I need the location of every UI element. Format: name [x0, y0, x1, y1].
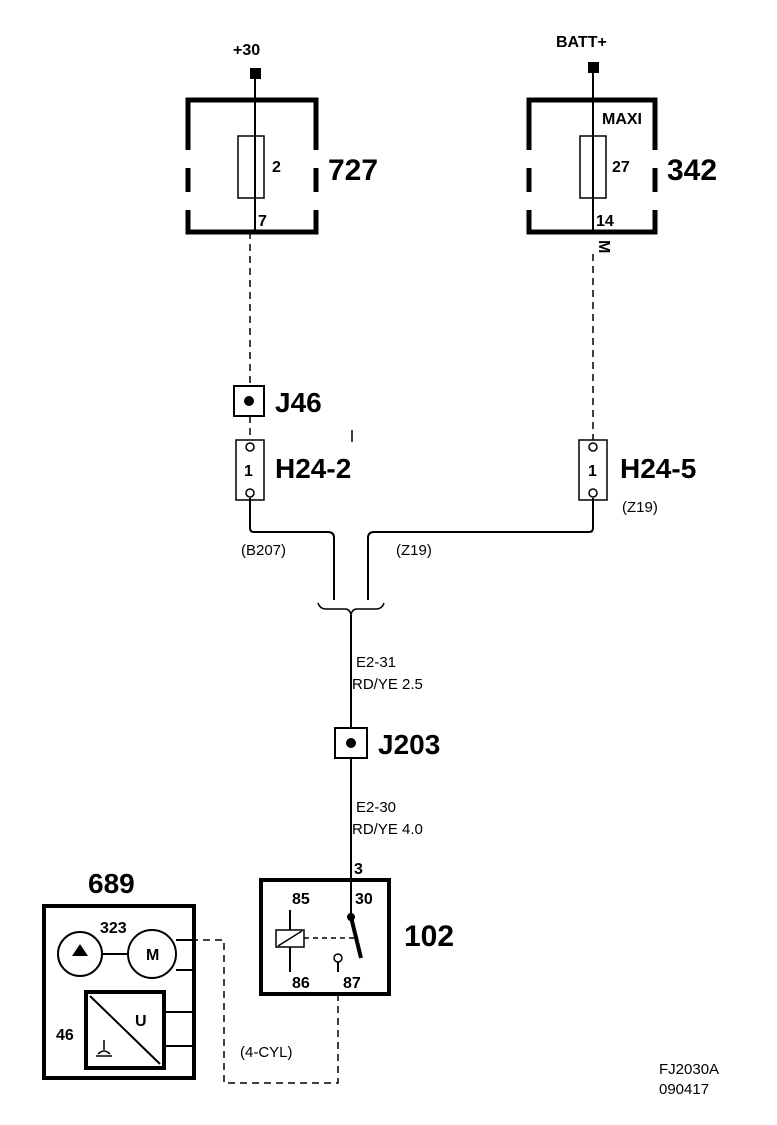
fuse-727	[237, 135, 265, 199]
supply-terminal-left	[250, 68, 261, 79]
connector-h24-5-pin: 1	[588, 463, 597, 480]
relay-id: 102	[404, 920, 454, 953]
fusebox-727-id: 727	[328, 154, 378, 187]
wire-e2-31-spec: RD/YE 2.5	[352, 676, 423, 693]
fusebox-342-id: 342	[667, 154, 717, 187]
sensor-number: 46	[56, 1027, 74, 1044]
motor-label: M	[146, 947, 159, 964]
supply-terminal-right	[588, 62, 599, 73]
fusebox-342-type: MAXI	[602, 111, 642, 128]
relay-switch-arm	[349, 916, 363, 959]
wire-relay-to-pump	[180, 939, 339, 1084]
relay-pin-87: 87	[343, 975, 361, 992]
connector-h24-5-label: H24-5	[620, 453, 696, 484]
fuse-342-number: 27	[612, 159, 630, 176]
supply-label-left: +30	[233, 42, 260, 59]
pump-unit-id: 689	[88, 868, 135, 899]
wire-z19-label: (Z19)	[396, 542, 432, 559]
variant-note: (4-CYL)	[240, 1044, 293, 1061]
pump-arrow-icon	[72, 944, 88, 956]
relay-contact-87	[333, 953, 343, 963]
fuel-level-icon	[96, 1040, 112, 1057]
sensor-letter: U	[135, 1013, 147, 1030]
fusebox-342-pin: 14	[596, 213, 614, 230]
junction-j46	[233, 385, 265, 417]
relay-coil-diagonal	[277, 930, 303, 947]
connector-h24-2-pin: 1	[244, 463, 253, 480]
wire-b207	[249, 498, 335, 600]
relay-pin-30: 30	[355, 891, 373, 908]
splice-brace	[317, 602, 385, 616]
connector-h24-2-label: H24-2	[275, 453, 351, 484]
drawing-code: FJ2030A	[659, 1061, 719, 1078]
supply-label-right: BATT+	[556, 34, 607, 51]
fusebox-727	[185, 97, 319, 235]
fusebox-342-side-mark: M	[595, 240, 612, 253]
pump-number: 323	[100, 920, 127, 937]
connector-h24-5-wire: (Z19)	[622, 499, 658, 516]
connector-h24-5	[578, 439, 608, 501]
junction-j203-label: J203	[378, 729, 440, 760]
sensor-diagonal	[89, 995, 161, 1065]
relay-pin-86: 86	[292, 975, 310, 992]
fusebox-727-pin: 7	[258, 213, 267, 230]
wire-e2-30-spec: RD/YE 4.0	[352, 821, 423, 838]
wire-z19	[367, 498, 594, 600]
wire-e2-30-code: E2-30	[356, 799, 396, 816]
drawing-date: 090417	[659, 1081, 709, 1098]
motor-icon	[127, 929, 177, 979]
junction-j203	[334, 727, 368, 759]
junction-j46-label: J46	[275, 387, 322, 418]
wire-b207-label: (B207)	[241, 542, 286, 559]
fuse-727-number: 2	[272, 159, 281, 176]
relay-input-pin: 3	[354, 861, 363, 878]
relay-pin-85: 85	[292, 891, 310, 908]
wire-e2-31-code: E2-31	[356, 654, 396, 671]
